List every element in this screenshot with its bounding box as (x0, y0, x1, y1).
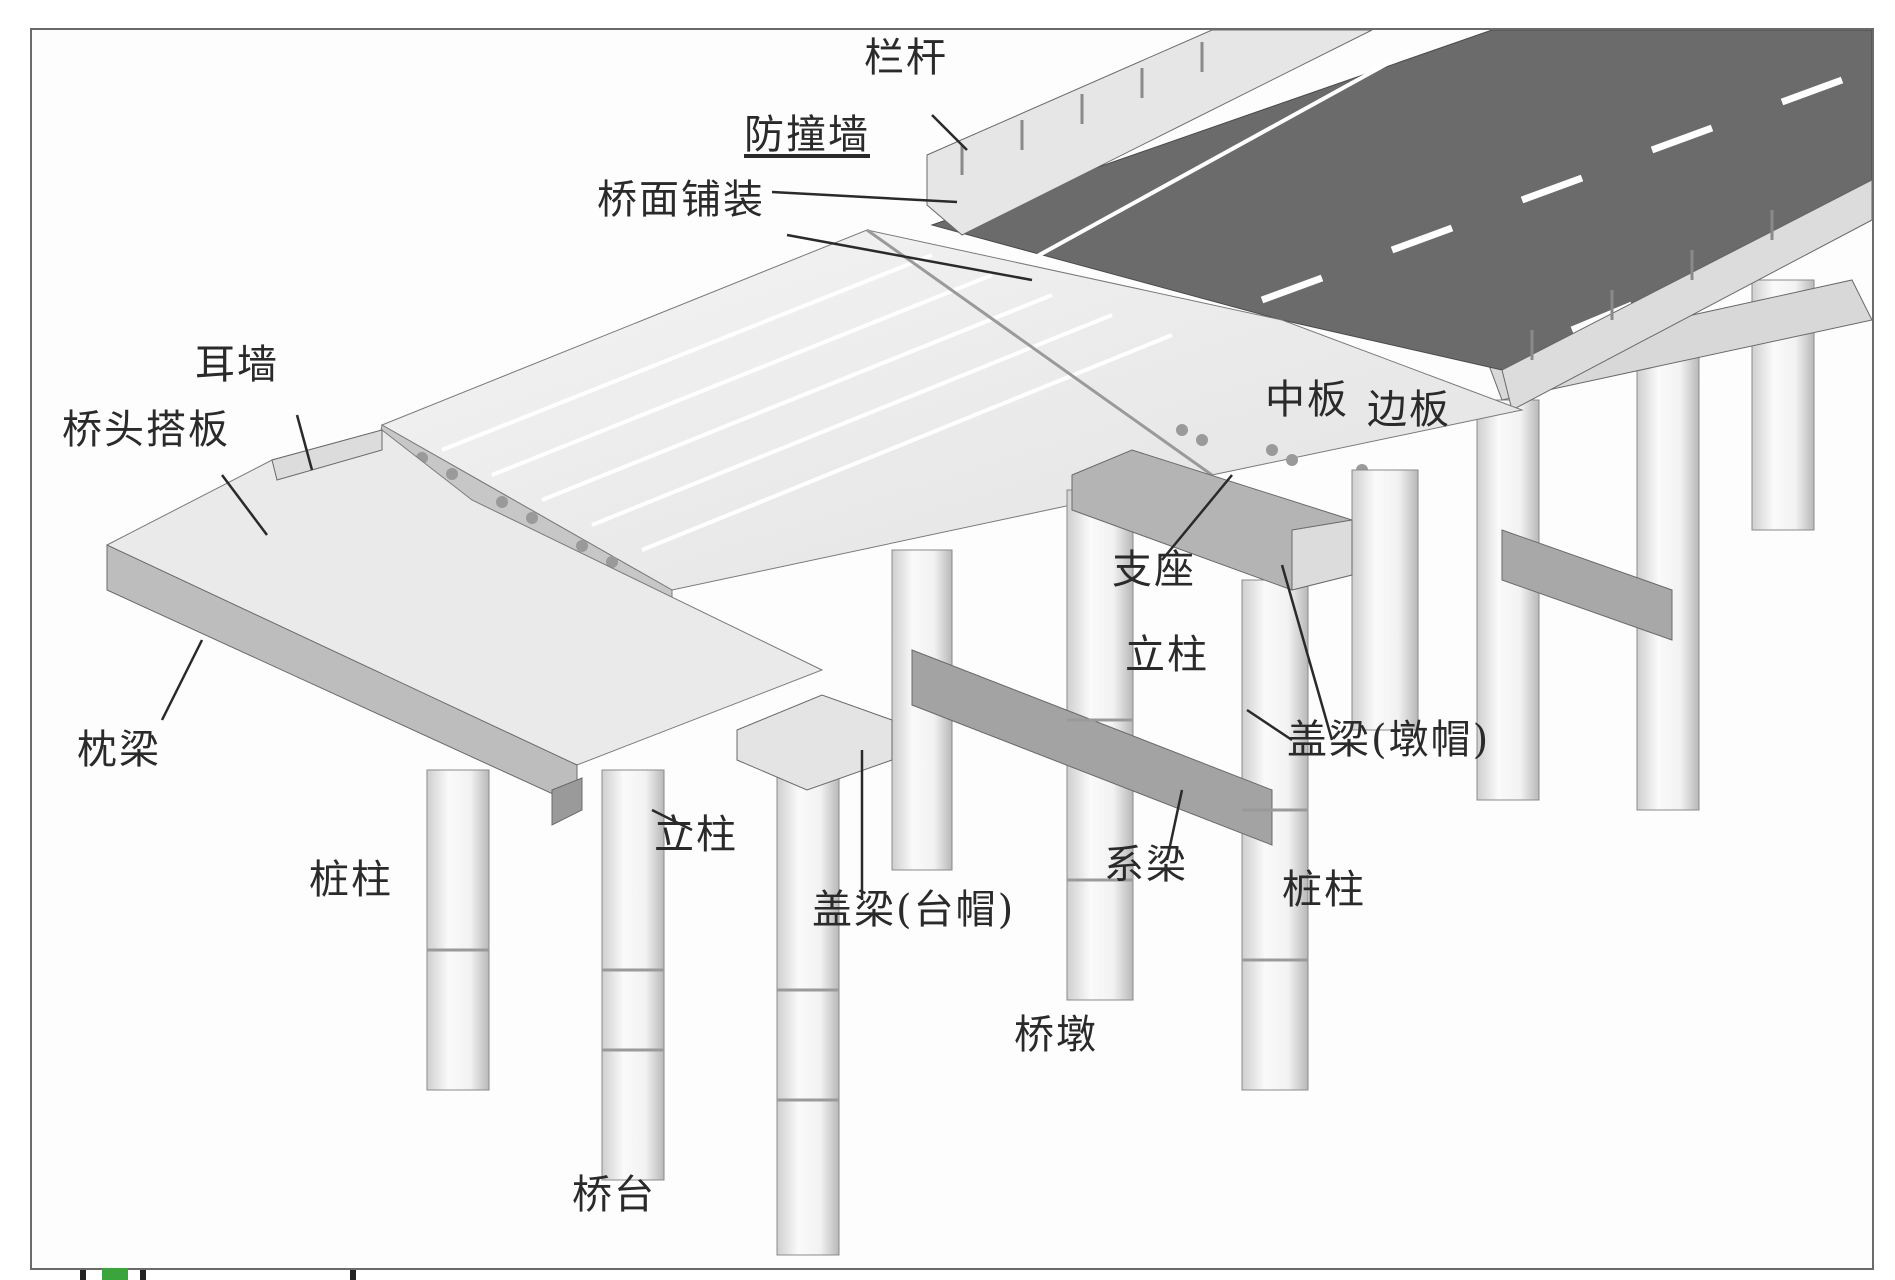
leader-lines (160, 114, 1334, 900)
label-column-abutment: 立柱 (654, 812, 738, 858)
slab-transverse-joint (866, 228, 1213, 477)
pier-column-back (1351, 469, 1419, 731)
pier-tie-beam (911, 649, 1273, 846)
label-crash-wall: 防撞墙 (744, 112, 870, 158)
pier-cap-end (1291, 519, 1353, 591)
abutment-column-left (426, 769, 490, 1091)
label-abutment-cap-beam: 盖梁(台帽) (812, 887, 1016, 933)
label-bearing: 支座 (1112, 547, 1196, 593)
label-pile-column-right: 桩柱 (1282, 867, 1366, 913)
far-pier-group (1476, 279, 1872, 811)
middle-pier (891, 449, 1419, 1091)
bottom-strip-decoration (80, 1268, 356, 1280)
label-sleeper-beam: 枕梁 (77, 727, 161, 773)
slab-joints (441, 253, 1173, 552)
approach-slab-group (106, 429, 824, 826)
label-edge-slab: 边板 (1367, 387, 1451, 433)
bridge-illustration (106, 30, 1872, 1256)
label-approach-slab: 桥头搭板 (62, 407, 230, 453)
label-tie-beam: 系梁 (1104, 842, 1188, 888)
abutment-column-bands (427, 948, 839, 1102)
label-deck-pavement: 桥面铺装 (597, 177, 765, 223)
abutment-cap-beam (736, 694, 893, 791)
abutment (426, 694, 893, 1256)
label-pile-column-left: 桩柱 (309, 857, 393, 903)
far-column-2 (1636, 349, 1700, 811)
abutment-column-right (776, 734, 840, 1256)
label-railing: 栏杆 (864, 35, 948, 81)
far-column-1 (1476, 399, 1540, 801)
crash-wall-shape (926, 30, 1373, 236)
label-middle-slab: 中板 (1265, 377, 1349, 423)
label-pier: 桥墩 (1014, 1012, 1098, 1058)
label-ear-wall: 耳墙 (195, 342, 279, 388)
label-pier-cap-beam: 盖梁(墩帽) (1287, 717, 1491, 763)
asphalt-deck (926, 30, 1872, 411)
bridge-diagram: 栏杆 防撞墙 桥面铺装 耳墙 桥头搭板 枕梁 中板 边板 支座 立柱 盖梁(墩帽… (30, 28, 1874, 1270)
sleeper-beam-end (551, 777, 583, 826)
pier-column-bands (1067, 718, 1308, 962)
abutment-column-mid (601, 769, 665, 1181)
label-abutment: 桥台 (572, 1172, 656, 1218)
ear-wall-shape (271, 429, 383, 481)
right-railing-deck-edge (1501, 179, 1872, 411)
far-tie-beam (1501, 529, 1673, 641)
label-column-pier: 立柱 (1125, 632, 1209, 678)
railing-posts (960, 42, 1774, 360)
